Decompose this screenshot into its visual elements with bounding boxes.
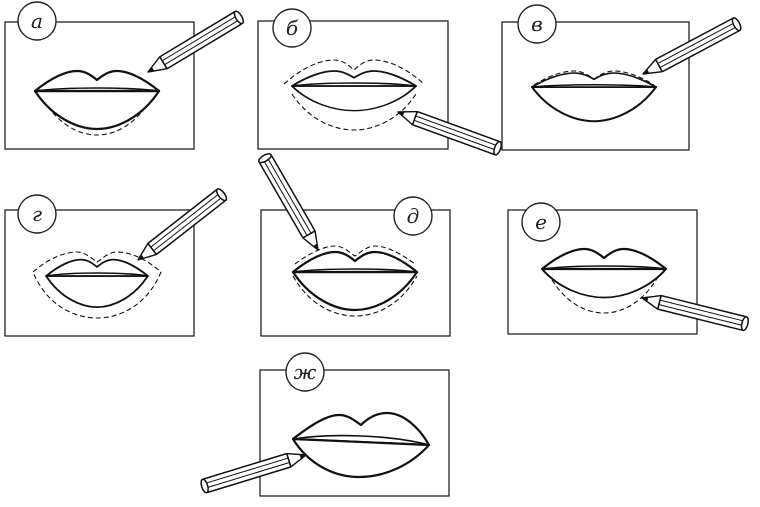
contour-line [294,245,416,265]
lips [33,69,161,136]
panel-e: е [507,202,751,335]
lips [291,411,431,479]
panel-label-badge [393,196,433,236]
panel-b: б [257,8,504,157]
panel-label: ж [294,360,317,384]
panel-label-badge [521,202,561,242]
panel-v: в [501,4,744,151]
contour-line [547,272,661,314]
lips [291,245,419,317]
panel-d: д [256,151,451,337]
panel-label: д [407,204,420,228]
panel-label-badge [517,4,557,44]
contour-line [292,275,418,317]
panel-label-badge [17,194,57,234]
panel-label-badge [285,352,325,392]
panel-label: а [31,9,43,33]
contour-line [38,92,156,136]
panel-label: г [32,202,42,226]
lips [32,251,162,319]
contour-line [32,251,162,319]
contour-line [283,59,425,85]
panel-a: а [4,1,246,150]
panel-label: е [535,210,547,234]
panel-g: г [4,186,229,337]
panel-label-badge [17,1,57,41]
panel-label: в [531,12,543,36]
panel-label: б [286,16,299,40]
lips [530,70,658,123]
panel-zh: ж [198,352,450,497]
lips [540,247,668,314]
panel-label-badge [272,8,312,48]
